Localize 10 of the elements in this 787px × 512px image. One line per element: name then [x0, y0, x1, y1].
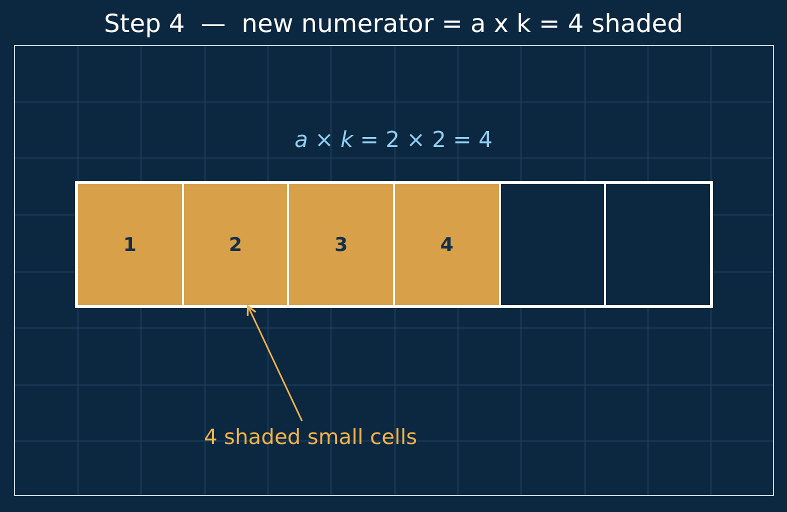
diagram-title: Step 4 — new numerator = a x k = 4 shaded	[104, 9, 683, 38]
shaded-segment: 4	[395, 184, 499, 305]
annotation-text: 4 shaded small cells	[204, 425, 418, 449]
empty-segment	[606, 184, 710, 305]
empty-segment	[500, 184, 604, 305]
shaded-segment: 2	[184, 184, 288, 305]
shaded-segment: 1	[78, 184, 182, 305]
leader-line	[246, 305, 303, 422]
formula-text: a × k = 2 × 2 = 4	[294, 128, 492, 153]
shaded-segment: 3	[289, 184, 393, 305]
